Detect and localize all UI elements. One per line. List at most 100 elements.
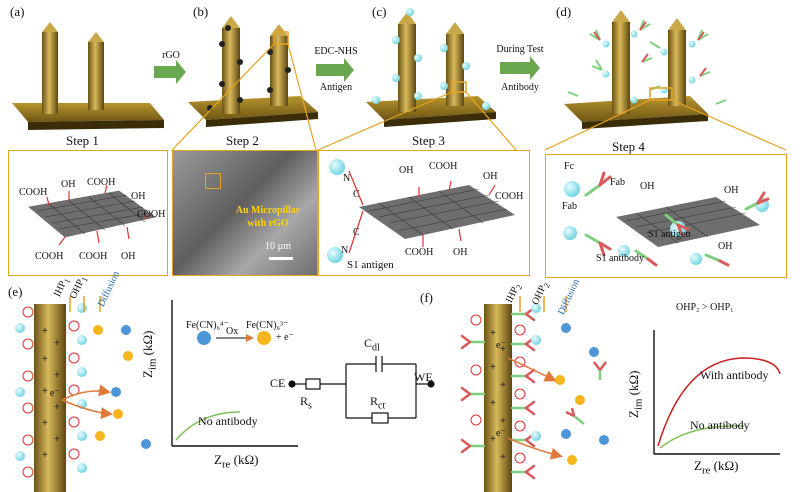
rgo-label-cooh-2: COOH: [87, 177, 116, 188]
e-redox-ox: Ox: [226, 326, 239, 337]
svg-text:+: +: [42, 450, 48, 461]
arrow-rgo: [154, 60, 186, 84]
e-redox-left: Fe(CN)₆⁴⁻: [186, 320, 229, 331]
rgo-label-oh-1: OH: [61, 179, 76, 190]
step-2-label: Step 2: [226, 133, 259, 148]
svg-text:+: +: [490, 398, 496, 409]
f-ohp-relation: OHP₂ > OHP₁: [676, 302, 734, 313]
antigen-label-cooh-1: COOH: [429, 161, 458, 172]
svg-text:+: +: [490, 362, 496, 373]
svg-text:+: +: [490, 328, 496, 339]
rgo-sheet-graphic: [28, 184, 156, 246]
equivalent-circuit: [288, 356, 435, 424]
sem-scale-text: 10 µm: [265, 241, 292, 252]
e-x-axis-label: Zre (kΩ): [214, 452, 259, 471]
zoom-box-antibody-sheet: Fc Fab OH OH Fab S1 antigen S1 antibody …: [545, 154, 787, 278]
device-step4: [564, 10, 727, 129]
antigen-label-s1: S1 antigen: [347, 259, 394, 271]
antibody-sheet-graphic: [563, 171, 770, 267]
panel-label-c: (c): [372, 4, 387, 19]
antigen-label-cooh-2: COOH: [495, 191, 524, 202]
svg-text:+: +: [42, 418, 48, 429]
svg-text:+: +: [490, 434, 496, 445]
svg-text:+: +: [42, 386, 48, 397]
panel-label-b: (b): [193, 4, 209, 19]
panel-label-f: (f): [420, 290, 433, 305]
svg-text:+: +: [500, 380, 506, 391]
e-electron-label: e⁻: [50, 388, 60, 399]
rgo-label-oh-2: OH: [131, 191, 146, 202]
circuit-rs-label: Rs: [300, 394, 312, 412]
antibody-label-fab-1: Fab: [610, 177, 625, 188]
rgo-label-oh-3: OH: [121, 251, 136, 262]
zoom-lines: [171, 43, 787, 151]
antigen-label-n-1: N: [343, 173, 351, 184]
antibody-label-fab-2: Fab: [562, 201, 577, 212]
f-electron-label-1: e⁻: [496, 340, 506, 351]
antigen-label-n-2: N: [341, 245, 349, 256]
arrow-label-during-test: During Test: [496, 44, 544, 55]
arrow-label-edc: EDC-NHS: [314, 46, 358, 57]
circuit-rct-label: Rct: [370, 394, 386, 412]
f-x-axis-label: Zre (kΩ): [694, 458, 739, 477]
sem-scale-bar: [269, 257, 293, 260]
antibody-label-s1-antigen: S1 antigen: [648, 229, 691, 240]
circuit-cdl-label: Cdl: [364, 336, 380, 354]
antigen-label-oh-1: OH: [399, 165, 414, 176]
sem-image: Au Micropillar with rGO 10 µm: [172, 150, 318, 276]
antibody-label-s1-antibody: S1 antibody: [596, 253, 645, 264]
arrow-label-antigen: Antigen: [319, 82, 353, 93]
antigen-label-cooh-3: COOH: [405, 247, 434, 258]
svg-text:+: +: [54, 402, 60, 413]
circuit-ce-label: CE: [270, 376, 286, 390]
f-y-axis-label: Zim (kΩ): [626, 370, 645, 418]
svg-text:+: +: [500, 452, 506, 463]
antigen-sheet-graphic: [327, 159, 515, 263]
panel-label-d: (d): [556, 4, 572, 19]
f-curve-without-label: No antibody: [690, 418, 750, 432]
rgo-label-cooh-4: COOH: [35, 251, 64, 262]
antibody-label-oh-3: OH: [718, 241, 733, 252]
arrow-label-antibody: Antibody: [501, 82, 539, 93]
svg-text:+: +: [54, 370, 60, 381]
e-curve-label: No antibody: [198, 414, 258, 428]
sem-highlight-box: [205, 173, 221, 189]
step-3-label: Step 3: [412, 133, 445, 148]
antibody-label-oh-1: OH: [640, 181, 655, 192]
step-4-label: Step 4: [612, 139, 645, 154]
svg-text:+: +: [54, 434, 60, 445]
zoom-box-rgo-sheet: COOH OH COOH OH COOH COOH COOH OH: [8, 150, 168, 276]
antigen-label-c-1: C: [353, 189, 360, 200]
arrow-label-rgo: rGO: [162, 50, 180, 61]
rgo-label-cooh-5: COOH: [79, 251, 108, 262]
device-step3: [366, 8, 496, 127]
arrow-edc: [316, 58, 354, 82]
antigen-label-oh-2: OH: [483, 171, 498, 182]
svg-text:+: +: [42, 326, 48, 337]
antibody-label-fc: Fc: [564, 161, 574, 172]
f-curve-with-label: With antibody: [700, 368, 769, 382]
rgo-label-cooh-3: COOH: [137, 209, 166, 220]
sem-caption-line1: Au Micropillar: [235, 205, 301, 216]
panel-label-a: (a): [10, 4, 25, 19]
antigen-label-c-2: C: [353, 227, 360, 238]
antibody-label-oh-2: OH: [724, 185, 739, 196]
e-redox-right: Fe(CN)₆³⁻: [246, 320, 289, 331]
sem-caption-line2: with rGO: [247, 218, 289, 229]
device-step2: [188, 16, 318, 127]
circuit-we-label: WE: [414, 370, 433, 384]
device-step1: [12, 22, 164, 130]
svg-text:+: +: [42, 354, 48, 365]
f-electron-label-2: e⁻: [496, 428, 506, 439]
rgo-label-cooh-1: COOH: [19, 187, 48, 198]
antigen-label-oh-3: OH: [453, 247, 468, 258]
e-redox-plus: + e⁻: [276, 332, 294, 343]
zoom-box-antigen-sheet: N C OH COOH OH COOH C N COOH OH S1 antig…: [318, 150, 530, 276]
svg-text:+: +: [54, 338, 60, 349]
step-1-label: Step 1: [66, 133, 99, 148]
svg-text:+: +: [500, 416, 506, 427]
panel-label-e: (e): [8, 284, 23, 299]
